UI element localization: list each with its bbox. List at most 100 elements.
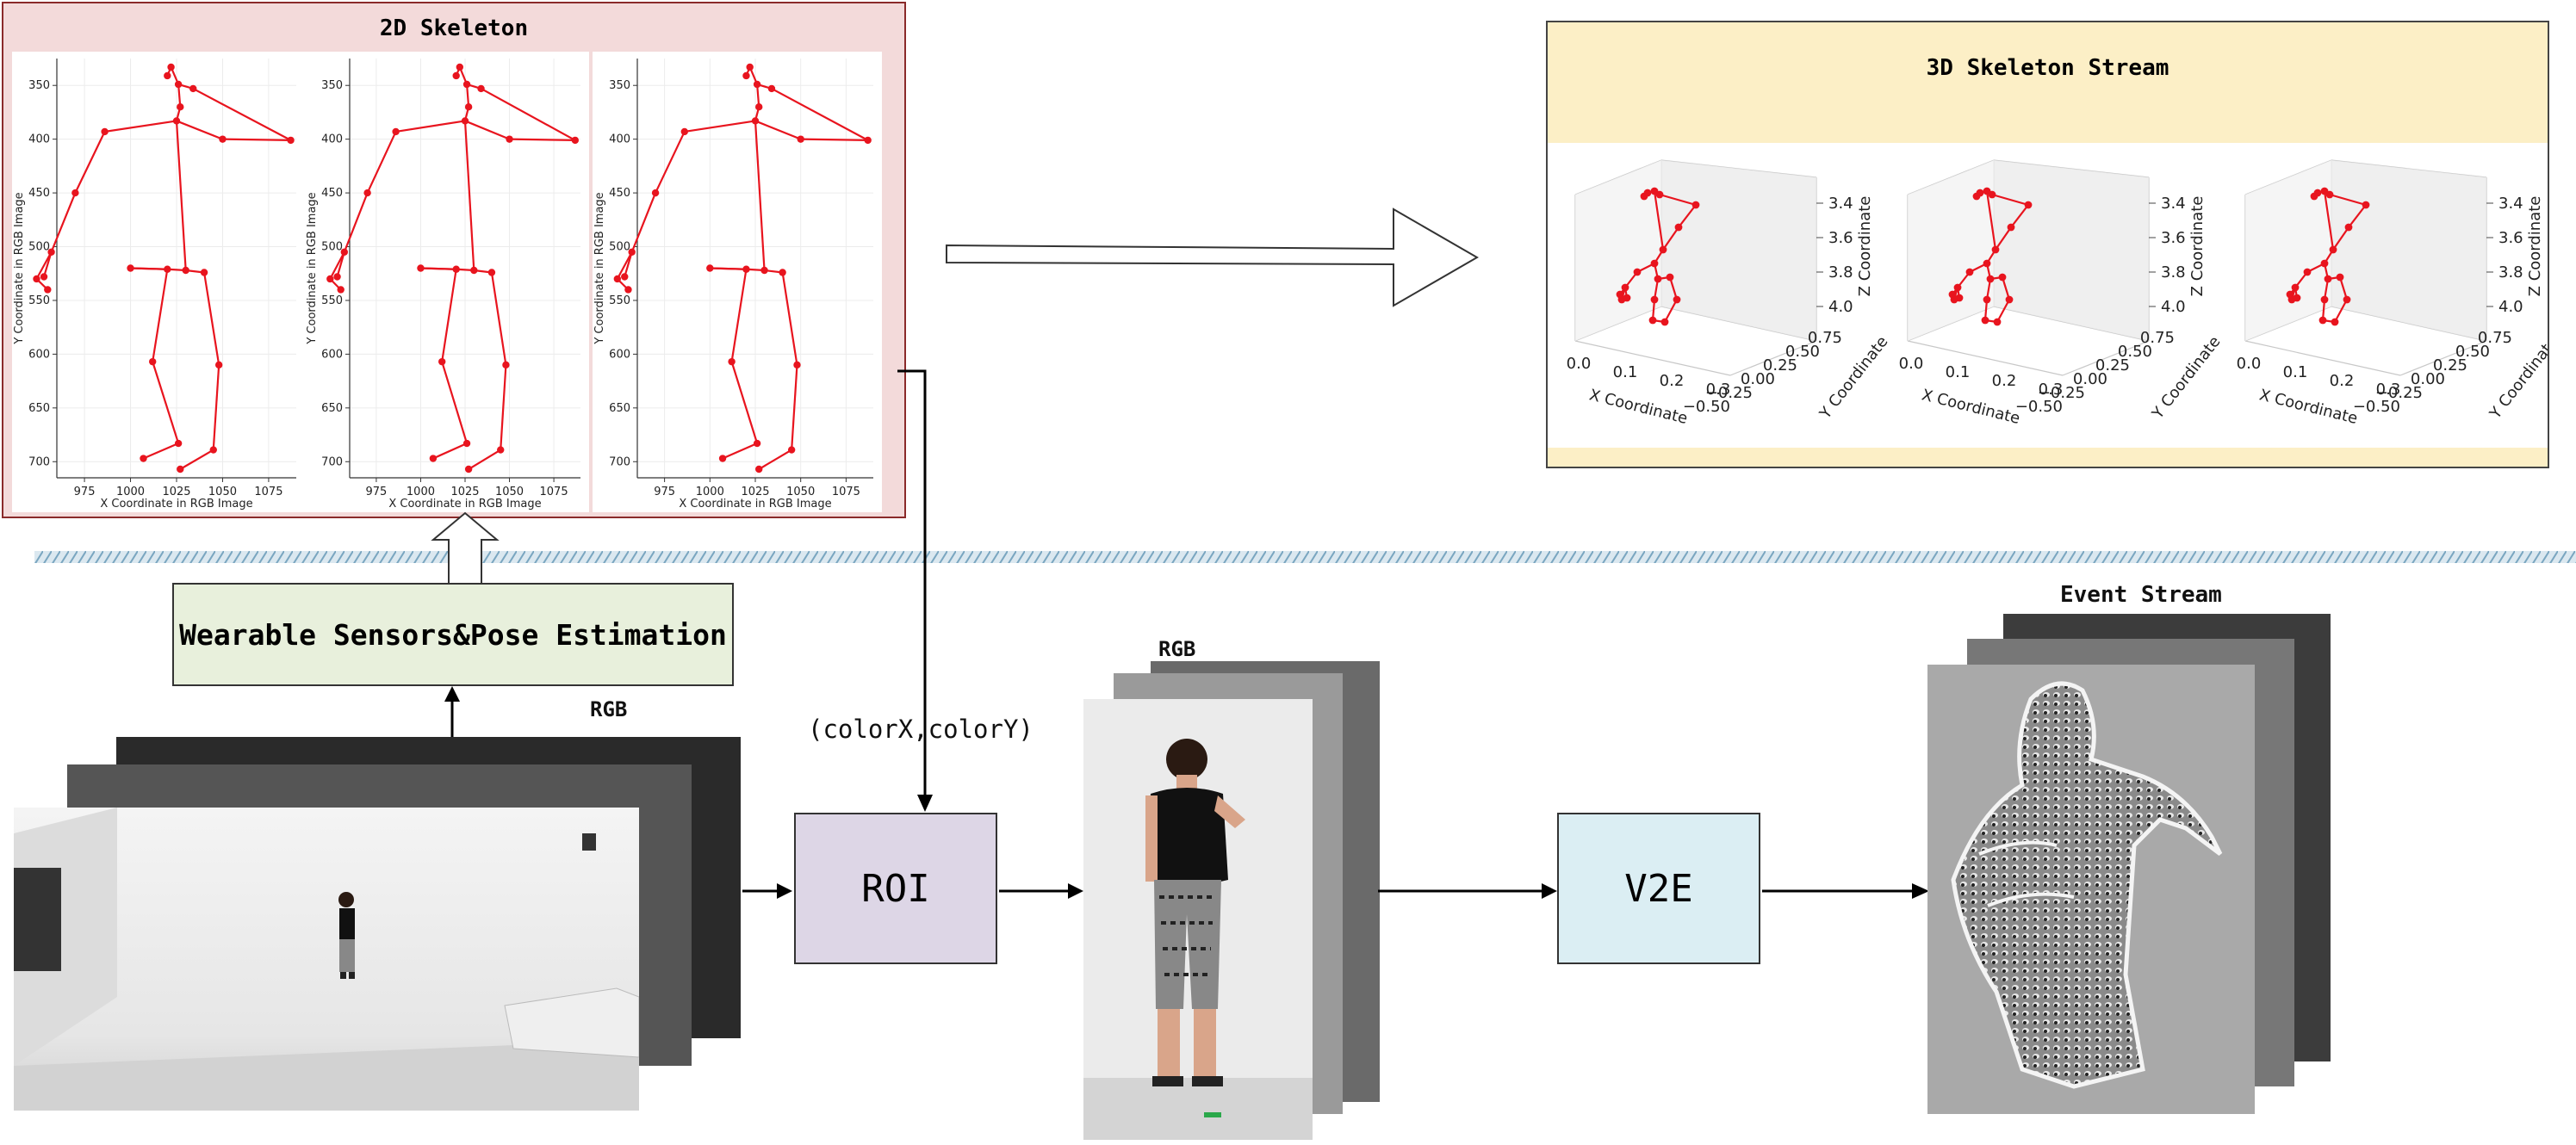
skeleton-bone [1653,190,1665,251]
skeleton-bone [2323,190,2335,251]
y-tick-label: 650 [609,402,630,415]
x-tick-label: 1025 [162,486,190,498]
skeleton-bone [722,443,758,460]
skeleton-bone [509,138,575,142]
skeleton-joint [767,84,776,93]
axis-box-edge [2399,340,2487,376]
event-stream-label: Event Stream [2060,582,2222,608]
y-tick-label: 0.75 [2478,329,2512,347]
y-tick-label: 0.25 [1763,356,1797,374]
skeleton-joint [2344,223,2353,232]
skeleton-bone [655,131,686,194]
skeleton-joint [417,264,425,272]
skeleton-joint [2331,318,2339,326]
skeleton-joint [164,265,171,273]
skeleton-bone [754,120,802,140]
skeleton-bone [616,251,633,280]
z-tick-label: 3.4 [2498,195,2523,213]
skeleton-joint [214,361,223,369]
z-tick-label: 3.8 [2161,263,2186,282]
skeleton-joint [613,275,622,283]
skeleton-joint [1991,245,2000,254]
skeleton-joint [797,135,804,143]
skeleton-joint [1643,189,1652,197]
skeleton-joint [1655,190,1664,199]
y-tick-label: 0.25 [2095,356,2130,374]
skeleton-bone [329,251,345,280]
y-tick-label: 0.00 [1741,370,1775,388]
skeleton-joint [1976,189,1984,197]
skeleton-joint [742,71,750,80]
skeleton-joint [71,189,79,197]
y-tick-label: 400 [321,133,343,146]
y-tick-label: −0.50 [1683,398,1730,416]
skeleton-bone [74,131,106,194]
skeleton-joint [680,127,688,136]
x-axis-label: X Coordinate in RGB Image [100,498,252,511]
skeleton-joint [429,455,438,462]
y-tick-label: 700 [321,455,343,468]
skeleton-joint [33,275,40,283]
z-tick-label: 3.4 [1828,195,1853,213]
x-axis-label: X Coordinate [2257,386,2359,428]
skeleton-joint [2293,294,2301,302]
y-tick-label: 0.50 [2455,343,2490,361]
skeleton-joint [44,286,52,294]
y-tick-label: 450 [609,187,630,200]
skeleton-bone [343,192,369,253]
x-tick-label: 1075 [832,486,860,498]
skeleton-joint [333,273,341,281]
arrow-right-icon [1378,883,1557,899]
skeleton-joint [1953,283,1962,292]
skeleton-joint [1654,275,1662,283]
x-tick-label: 1025 [741,486,769,498]
skeleton-joint [462,439,471,448]
skeleton-joint [624,286,632,294]
skeleton-joint [101,127,109,136]
skeleton-joint [497,446,505,454]
y-tick-label: 700 [609,455,630,468]
skeleton-joint [1983,295,1991,304]
x-tick-label: 1000 [696,486,724,498]
x-tick-label: 1050 [786,486,815,498]
skeleton-bone [202,272,220,366]
y-axis-label: Y Coordinate in RGB Image [13,192,26,344]
skeleton-bone [143,443,179,460]
y-tick-label: 350 [321,79,343,92]
skeleton-joint [2005,295,2014,304]
x-tick-label: 0.0 [2237,355,2262,373]
skeleton-bone [366,131,397,194]
skeleton-joint [755,465,763,473]
skeleton-bone [730,269,748,362]
x-tick-label: 1025 [450,486,479,498]
skeleton-bone [1659,193,1697,207]
y-tick-label: 450 [28,187,50,200]
skeleton-bone [192,87,292,141]
skeleton-joint [1965,268,1974,276]
skeleton-joint [340,248,349,256]
z-tick-label: 4.0 [2498,298,2523,316]
rgb-label-left: RGB [590,697,628,721]
skeleton-joint [219,135,227,143]
skeleton-joint [506,135,513,143]
skeleton-joint [1993,318,2002,326]
y-tick-label: 0.00 [2411,370,2445,388]
hollow-arrow-up-icon [431,511,500,585]
skeleton-bone [1995,226,2012,251]
z-tick-label: 3.8 [2498,263,2523,282]
skeleton-bone [500,364,507,450]
skeleton-joint [1659,245,1667,254]
z-tick-label: 3.6 [1828,229,1853,247]
sensors-pose-box: Wearable Sensors&Pose Estimation [172,583,734,686]
skeleton-joint [209,446,217,454]
y-tick-label: 650 [321,402,343,415]
z-tick-label: 3.8 [1828,263,1853,282]
skeleton-joint [2329,245,2337,254]
skeleton-joint [1983,259,1991,268]
x-tick-label: 0.1 [2283,363,2308,381]
skeleton-joint [182,266,189,275]
axis-pane [1994,160,2149,341]
